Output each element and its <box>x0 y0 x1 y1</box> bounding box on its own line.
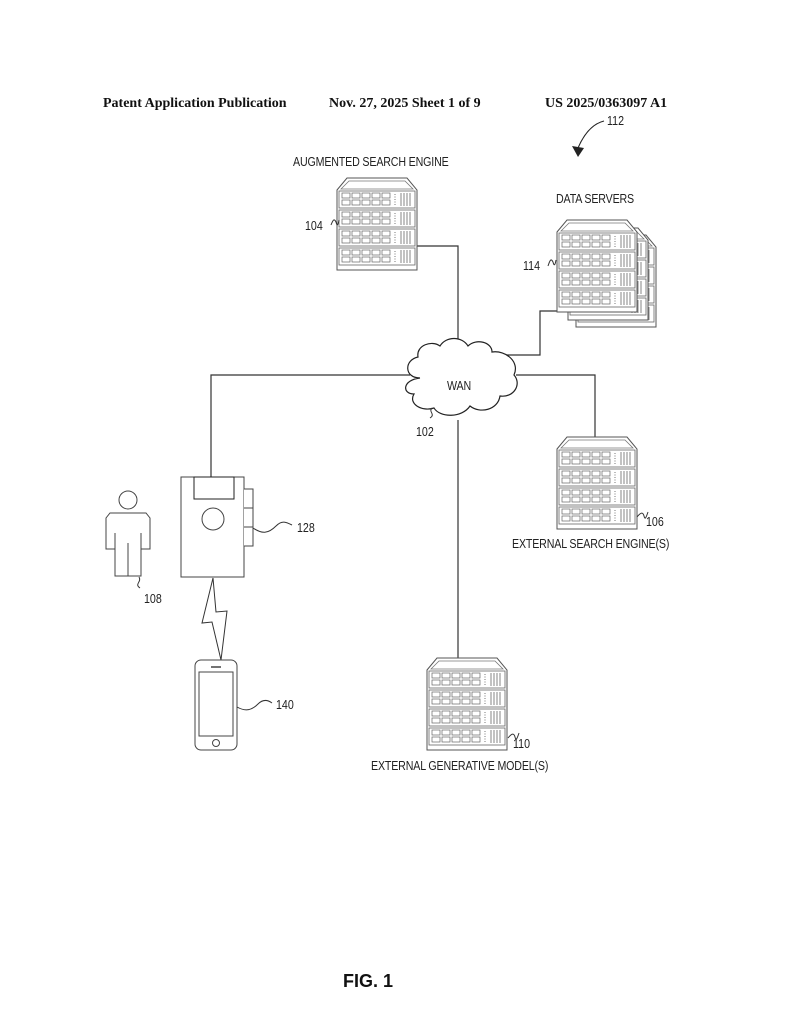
ref-108: 108 <box>144 591 162 606</box>
link-external-search-engines <box>516 374 596 440</box>
link-data-servers <box>490 310 568 356</box>
system-ref-arrow-icon <box>572 120 605 157</box>
augmented-search-engine-server-icon <box>337 178 417 270</box>
figure-caption: FIG. 1 <box>343 971 394 991</box>
mobile-phone-icon <box>194 659 238 751</box>
publication-title: Patent Application Publication <box>103 96 287 111</box>
leader-108 <box>137 576 141 589</box>
wan-label: WAN <box>447 378 471 393</box>
ref-104: 104 <box>305 218 323 233</box>
publication-number: US 2025/0363097 A1 <box>545 96 668 111</box>
ref-140: 140 <box>276 697 294 712</box>
leader-106 <box>636 511 649 519</box>
ref-110: 110 <box>513 736 531 751</box>
leader-140 <box>236 700 273 711</box>
external-generative-models-server-icon <box>427 658 507 750</box>
wireless-link-lightning-icon <box>201 577 228 661</box>
augmented-search-engine-label: AUGMENTED SEARCH ENGINE <box>293 154 449 169</box>
link-augmented-search-engine <box>410 245 459 352</box>
leader-128 <box>252 521 293 533</box>
wan-cloud-icon <box>405 337 518 416</box>
data-servers-icon <box>557 220 656 327</box>
ref-114: 114 <box>523 258 541 273</box>
data-servers-label: DATA SERVERS <box>556 191 635 206</box>
leader-104 <box>330 219 340 226</box>
leader-110 <box>507 732 520 740</box>
link-client-device <box>210 374 410 478</box>
external-search-engines-label: EXTERNAL SEARCH ENGINE(S) <box>512 536 670 551</box>
ref-102: 102 <box>416 424 434 439</box>
leader-102 <box>429 407 433 419</box>
user-person-icon <box>105 490 151 577</box>
external-search-engines-server-icon <box>557 437 637 529</box>
leader-114 <box>547 259 557 267</box>
ref-106: 106 <box>646 514 664 529</box>
ref-128: 128 <box>297 520 315 535</box>
client-device-icon <box>180 476 254 578</box>
system-ref-112: 112 <box>607 113 625 128</box>
external-generative-models-label: EXTERNAL GENERATIVE MODEL(S) <box>371 758 549 773</box>
date-sheet: Nov. 27, 2025 Sheet 1 of 9 <box>329 96 481 111</box>
